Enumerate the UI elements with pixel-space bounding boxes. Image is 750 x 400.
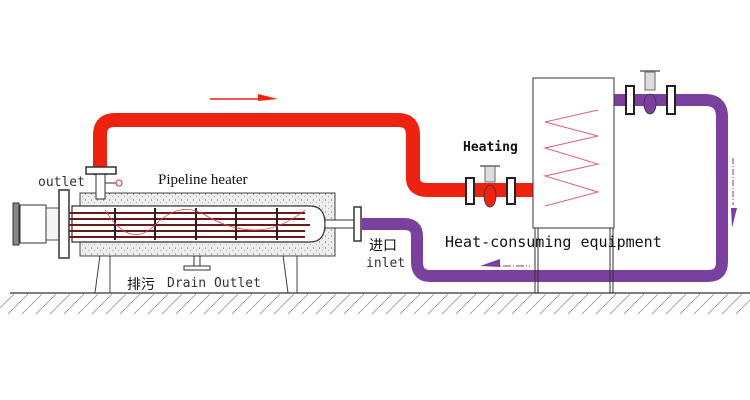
pipeline-heater-label: Pipeline heater [158, 172, 248, 188]
outlet-label: outlet [38, 175, 85, 190]
return-pipe [362, 94, 728, 282]
inlet-cn-label: 进口 [369, 238, 397, 254]
heating-label: Heating [463, 140, 518, 155]
return-valve[interactable] [625, 70, 676, 115]
equipment-label: Heat-consuming equipment [445, 233, 662, 251]
inlet-label: inlet [366, 256, 406, 271]
flow-arrow-down-icon [731, 158, 737, 228]
heating-coil [543, 109, 600, 207]
heat-consuming-equipment [532, 77, 615, 293]
drain-cn-label: 排污 [127, 277, 155, 293]
drain-outlet-label: Drain Outlet [167, 276, 261, 291]
flow-arrow-right-icon [210, 94, 278, 101]
flow-arrow-left-icon [480, 259, 530, 267]
ground [0, 292, 750, 314]
hot-supply-pipe [93, 113, 535, 197]
heating-valve[interactable] [465, 165, 516, 208]
pipeline-heater [12, 166, 362, 294]
